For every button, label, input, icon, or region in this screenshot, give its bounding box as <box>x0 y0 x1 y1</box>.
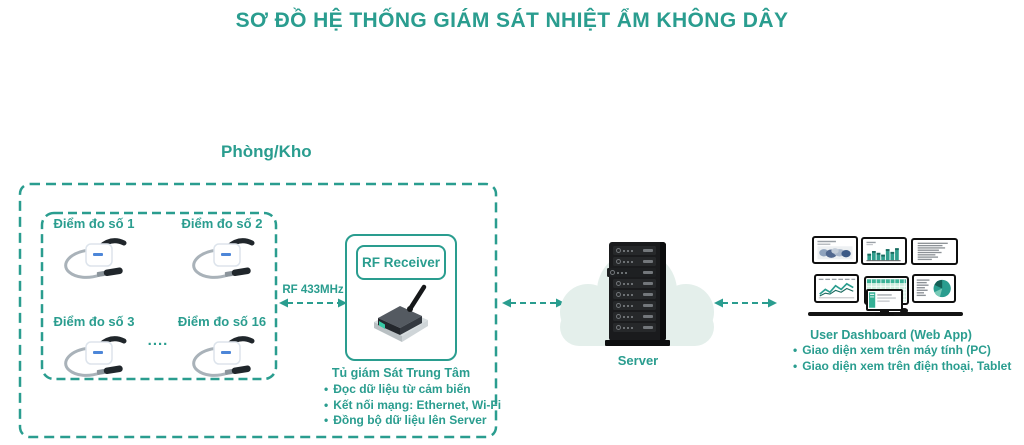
rf-receiver-device-icon <box>374 284 428 342</box>
diagram-title: SƠ ĐỒ HỆ THỐNG GIÁM SÁT NHIỆT ẨM KHÔNG D… <box>235 9 789 32</box>
sensors-dashed-border <box>40 211 278 381</box>
receiver-bullet: Đồng bộ dữ liệu lên Server <box>324 413 501 429</box>
desktop-pc-screen <box>866 289 903 311</box>
monitor-photo-screen <box>812 236 858 264</box>
server-bay <box>613 323 656 332</box>
temperature-sensor-icon <box>33 332 155 382</box>
receiver-server-arrow-icon <box>502 298 565 308</box>
monitor-line-chart-screen <box>814 274 859 303</box>
server-rack-base <box>605 340 670 346</box>
receiver-bullet: Đọc dữ liệu từ cảm biến <box>324 382 501 398</box>
desktop-pc-stand <box>880 310 889 314</box>
rf-link-arrow-icon <box>279 298 347 308</box>
measuring-point-label: Điểm đo số 3 <box>53 314 135 329</box>
monitor-pie-chart-screen <box>912 274 956 303</box>
dashboard-bullet: Giao diện xem trên điện thoại, Tablet <box>793 359 1011 375</box>
receiver-bullet: Kết nối mạng: Ethernet, Wi-Fi <box>324 398 501 414</box>
server-bay <box>613 246 656 255</box>
desktop-pc-base <box>875 313 894 316</box>
server-bay <box>607 268 656 277</box>
measuring-point-label: Điểm đo số 1 <box>53 216 135 231</box>
mouse-icon <box>900 308 908 313</box>
rf-receiver-label: RF Receiver <box>356 245 446 280</box>
temperature-sensor-icon <box>161 332 283 382</box>
server-bay <box>613 290 656 299</box>
ellipsis-more-sensors: .... <box>147 332 169 349</box>
rf-link-label: RF 433MHz <box>282 284 344 296</box>
measuring-point-3: Điểm đo số 3 <box>33 314 155 382</box>
server-bay <box>613 312 656 321</box>
measuring-point-label: Điểm đo số 2 <box>181 216 263 231</box>
measuring-point-1: Điểm đo số 1 <box>33 216 155 284</box>
server-bay <box>613 301 656 310</box>
dashboard-bullet: Giao diện xem trên máy tính (PC) <box>793 343 1011 359</box>
measuring-point-2: Điểm đo số 2 <box>161 216 283 284</box>
dashboard-bullet-list: Giao diện xem trên máy tính (PC) Giao di… <box>793 343 1011 374</box>
server-bay <box>613 279 656 288</box>
room-dashed-border <box>18 182 498 439</box>
room-group-label: Phòng/Kho <box>221 142 312 161</box>
dashboard-caption: User Dashboard (Web App) <box>810 328 972 342</box>
server-label: Server <box>617 353 659 368</box>
server-dashboard-arrow-icon <box>714 298 777 308</box>
receiver-bullet-list: Đọc dữ liệu từ cảm biến Kết nối mạng: Et… <box>324 382 501 429</box>
server-rack <box>607 242 666 341</box>
temperature-sensor-icon <box>33 234 155 284</box>
monitor-text-screen <box>911 238 958 265</box>
measuring-point-label: Điểm đo số 16 <box>177 314 267 329</box>
server-bay <box>613 257 656 266</box>
measuring-point-16: Điểm đo số 16 <box>161 314 283 382</box>
receiver-caption: Tủ giám Sát Trung Tâm <box>331 366 471 380</box>
temperature-sensor-icon <box>161 234 283 284</box>
monitor-bar-chart-screen <box>861 237 907 265</box>
rf-receiver-box: RF Receiver <box>345 234 457 361</box>
